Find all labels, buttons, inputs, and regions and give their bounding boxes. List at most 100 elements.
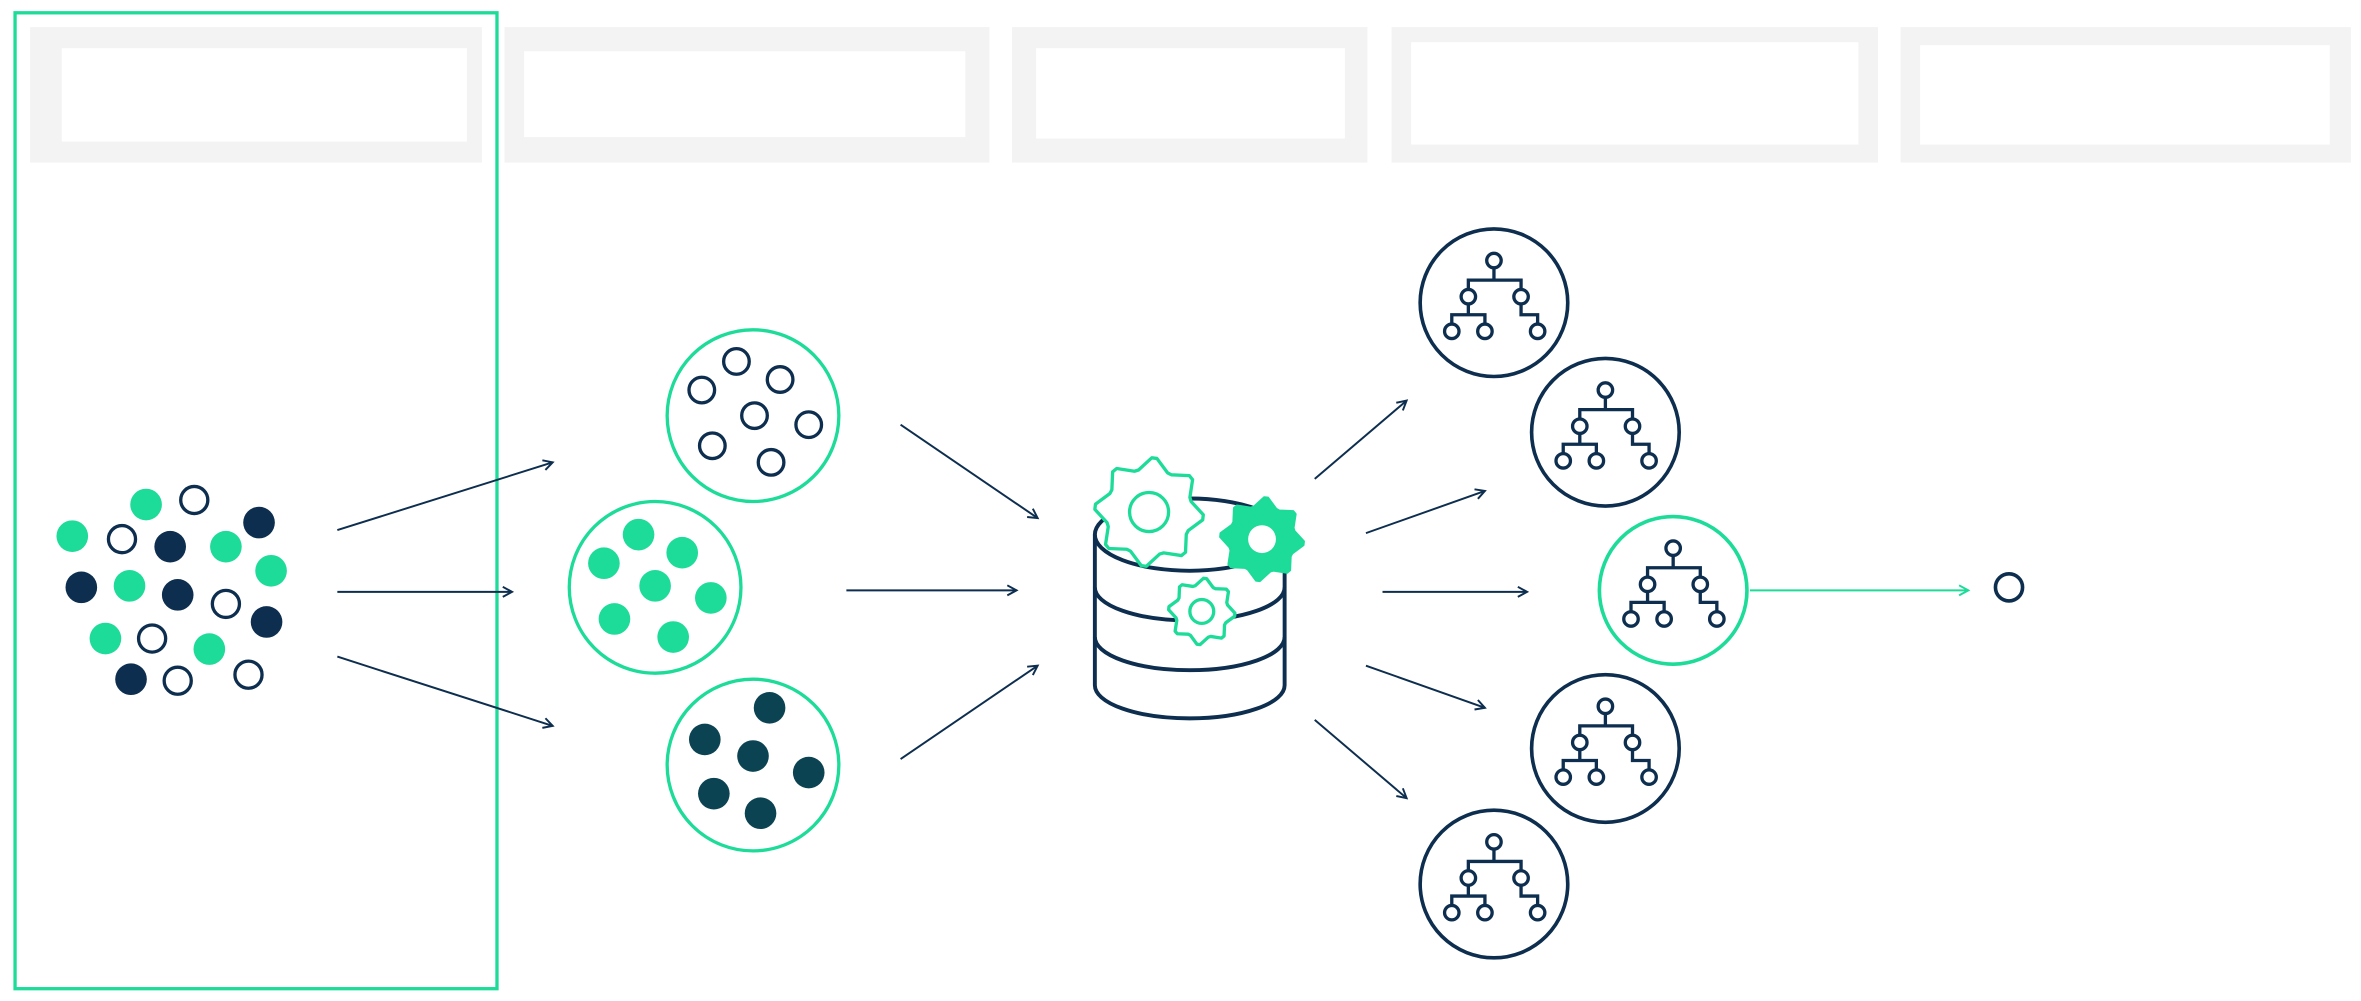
data-point-outline [136,623,168,654]
data-subset-outline [665,328,841,504]
data-point-outline [687,375,717,405]
data-point-dark [688,723,721,756]
data-point-outline [210,588,242,620]
tree-branches [1629,555,1719,612]
arrow-line [337,461,553,532]
tree-node [1623,733,1642,752]
data-point-green [657,621,689,653]
data-point-dark [161,579,194,611]
data-point-outline [765,365,795,394]
arrow-head [542,459,555,471]
data-point-dark [65,571,98,604]
tree-circle [1529,356,1681,508]
data-point-outline [179,484,210,516]
tree-node [1528,903,1547,922]
data-point-green [695,582,727,614]
data-point-outline [721,346,751,376]
selected-column-frame [13,11,499,991]
tree-node [1442,903,1461,922]
tree-node [1655,610,1674,628]
tree-node [1640,768,1658,786]
arrow-icon [337,459,555,532]
tree-branches [1561,713,1651,770]
decision-tree-icon-1 [1418,227,1570,379]
gear-icon-small [1166,576,1237,647]
data-point-dark [744,797,777,830]
data-point-dark [698,777,730,810]
gear-icon-filled [1219,496,1305,583]
data-point-green [113,570,146,602]
tree-node [1596,697,1615,716]
tree-circle [1418,808,1570,960]
tree-node [1476,903,1494,922]
tree-node [1596,381,1615,399]
data-subset-dark [665,677,841,853]
tree-node [1528,322,1547,341]
data-point-dark [243,506,275,539]
tree-node [1512,287,1530,306]
arrow-icon [846,584,1019,597]
tree-node [1485,832,1503,851]
arrow-line [900,664,1039,760]
header-column-2 [504,27,990,163]
data-point-dark [792,756,825,789]
decision-tree-icon-2 [1529,356,1681,508]
tree-node [1691,575,1710,594]
arrow-head [1517,585,1530,598]
tree-node [1459,287,1478,306]
header-label-area [1920,45,2330,145]
tree-node [1587,451,1606,470]
data-point-outline [162,665,193,696]
arrow-head [1474,488,1487,500]
data-point-outline [740,401,769,431]
arrow-icon [1365,664,1487,711]
decision-tree-icon-5 [1418,808,1570,960]
gear-hole [1127,490,1171,534]
tree-node [1622,610,1640,628]
data-point-dark [250,606,283,638]
tree-branches [1450,849,1540,906]
header-column-3 [1012,27,1368,163]
arrow-head [1396,787,1409,800]
data-point-green [56,520,89,552]
database-layer [1092,636,1287,673]
data-point-outline [756,447,786,477]
arrow-line [1365,490,1486,535]
arrow-icon [1365,488,1487,535]
decision-tree-icon-selected [1597,514,1749,666]
tree-node [1485,251,1503,270]
tree-node [1459,869,1478,887]
data-point-dark [115,663,147,696]
tree-node [1707,610,1726,628]
arrow-line [900,423,1039,519]
arrow-line [337,655,554,727]
header-label-area [1411,42,1859,145]
header-column-4 [1391,27,1878,163]
data-point-dark [154,530,186,563]
data-point-green [598,603,631,635]
arrow-line [1314,719,1408,799]
arrow-line [1365,664,1486,709]
arrow-head [1027,508,1040,520]
tree-node [1476,322,1494,341]
mixed-data-cluster [56,484,287,696]
data-point-dark [753,692,786,724]
arrow-head [1958,584,1971,597]
data-point-green [193,633,226,665]
data-point-green [255,554,287,587]
tree-node [1554,768,1573,786]
tree-branches [1450,268,1540,324]
arrow-head [1474,699,1487,711]
data-point-green [588,547,620,580]
database-body [1092,534,1287,721]
tree-node [1587,768,1606,786]
tree-node [1554,451,1573,470]
tree-node [1664,539,1683,558]
tree-node [1623,417,1642,436]
header-column-5 [1900,27,2351,163]
gear-hole [1188,597,1216,626]
gear-icon-large [1093,456,1205,568]
data-point-green [622,518,655,551]
tree-node [1570,733,1589,752]
header-label-area [61,48,467,142]
